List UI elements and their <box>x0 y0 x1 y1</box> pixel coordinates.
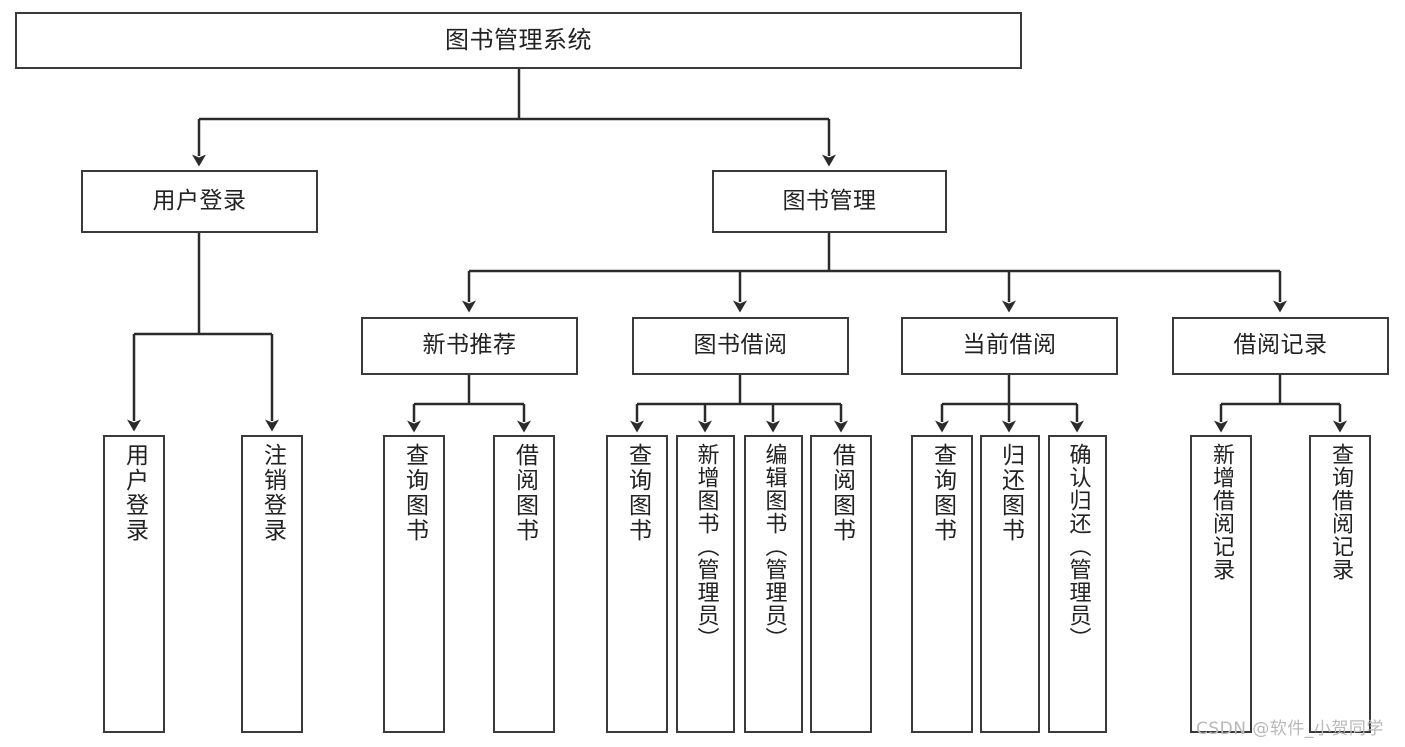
node-leaf-borrow-book-2[interactable]: 借阅图书 <box>810 435 872 733</box>
node-current-borrow[interactable]: 当前借阅 <box>901 317 1118 375</box>
node-label: 借阅图书 <box>511 443 538 543</box>
node-label: 图书借阅 <box>693 332 788 359</box>
node-label: 查询图书 <box>929 443 956 543</box>
node-leaf-borrow-book-1[interactable]: 借阅图书 <box>493 435 555 733</box>
node-leaf-query-book-3[interactable]: 查询图书 <box>911 435 973 733</box>
node-leaf-edit-book[interactable]: 编辑图书（管理员） <box>744 435 803 733</box>
csdn-watermark: CSDN @软件_小贺同学 <box>1196 719 1384 739</box>
node-label: 新增图书（管理员） <box>693 443 719 650</box>
node-leaf-query-book-2[interactable]: 查询图书 <box>606 435 668 733</box>
node-leaf-return-book[interactable]: 归还图书 <box>980 435 1040 733</box>
node-label: 用户登录 <box>152 187 247 214</box>
node-leaf-add-book[interactable]: 新增图书（管理员） <box>676 435 735 733</box>
node-label: 编辑图书（管理员） <box>761 443 787 650</box>
node-label: 确认归还（管理员） <box>1065 443 1091 650</box>
node-label: 新书推荐 <box>422 332 517 359</box>
node-book-manage[interactable]: 图书管理 <box>712 170 947 233</box>
node-borrow-record[interactable]: 借阅记录 <box>1172 317 1389 375</box>
node-label: 图书管理系统 <box>445 26 592 55</box>
node-user-login[interactable]: 用户登录 <box>81 170 318 233</box>
node-new-book-recommend[interactable]: 新书推荐 <box>361 317 578 375</box>
node-label: 查询图书 <box>624 443 651 543</box>
node-leaf-query-record[interactable]: 查询借阅记录 <box>1309 435 1371 733</box>
node-label: 归还图书 <box>997 443 1024 543</box>
node-label: 当前借阅 <box>962 332 1057 359</box>
node-label: 图书管理 <box>782 187 877 214</box>
node-root-system[interactable]: 图书管理系统 <box>15 12 1022 69</box>
node-label: 注销登录 <box>259 443 286 543</box>
node-label: 借阅记录 <box>1233 332 1328 359</box>
node-label: 查询图书 <box>401 443 428 543</box>
node-label: 新增借阅记录 <box>1209 443 1234 581</box>
node-leaf-user-logout[interactable]: 注销登录 <box>241 435 303 733</box>
node-label: 借阅图书 <box>828 443 855 543</box>
node-leaf-confirm-return[interactable]: 确认归还（管理员） <box>1048 435 1107 733</box>
node-leaf-query-book-1[interactable]: 查询图书 <box>383 435 445 733</box>
node-leaf-add-record[interactable]: 新增借阅记录 <box>1190 435 1252 733</box>
node-leaf-user-login[interactable]: 用户登录 <box>103 435 165 733</box>
node-label: 用户登录 <box>121 443 148 543</box>
node-book-borrow[interactable]: 图书借阅 <box>632 317 849 375</box>
node-label: 查询借阅记录 <box>1328 443 1353 581</box>
